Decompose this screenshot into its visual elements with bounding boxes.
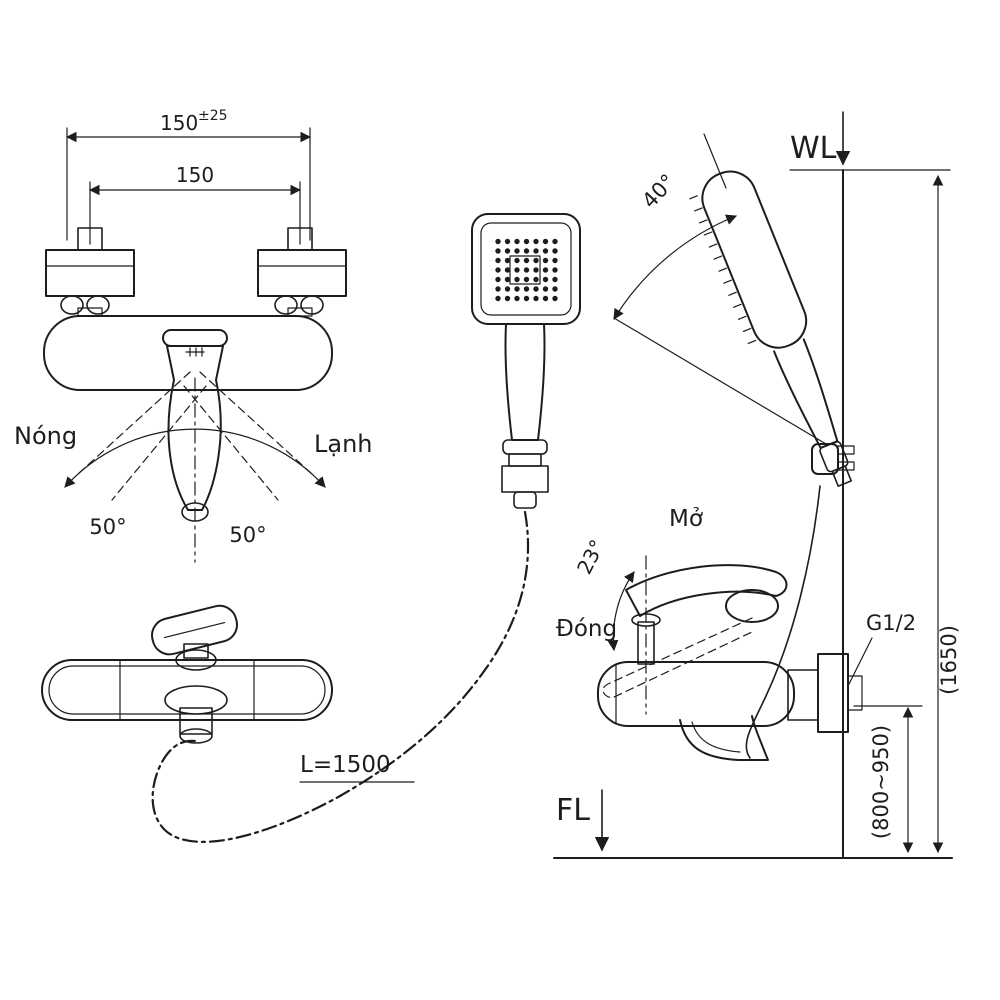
hot-label: Nóng — [14, 422, 77, 450]
swing-arc — [64, 428, 326, 488]
handle-grip-bottom — [151, 604, 238, 656]
dim-width-tolerance: 150 ±25 — [65, 108, 312, 241]
lever-angle-label: 23° — [572, 536, 609, 578]
dim-width-tolerance-sup: ±25 — [198, 108, 228, 124]
close-label: Đóng — [556, 616, 617, 642]
handle-lever — [166, 345, 224, 511]
spray-face-ticks — [689, 195, 757, 345]
holder-angle-label: 40° — [637, 169, 680, 213]
shower-faceplate — [480, 222, 572, 316]
lever-pivot-dome — [725, 589, 779, 623]
shower-head — [471, 213, 581, 325]
shower-holder-assembly: 40° — [613, 133, 855, 487]
faucet-side-view: 23° Mở Đóng G1/2 — [556, 506, 916, 761]
right-inlet-valve — [257, 227, 347, 315]
dim-width: 150 — [88, 163, 302, 245]
angle-ray-tilted — [613, 317, 827, 445]
dim-width-label: 150 — [176, 163, 214, 187]
shower-hose — [151, 510, 530, 843]
holder-anchor — [837, 445, 855, 455]
hose-stub-side — [831, 465, 853, 487]
wall-pipe — [847, 675, 863, 711]
lever-handle-front — [162, 329, 228, 522]
handle-stem-bottom — [183, 643, 209, 659]
thread-leader — [848, 637, 873, 685]
faucet-body-front — [43, 315, 333, 391]
front-view: 150 ±25 150 — [14, 108, 373, 563]
thread-size-label: G1/2 — [866, 611, 916, 635]
body-mount-tab — [77, 307, 103, 317]
dim-width-tolerance-label: 150 — [160, 111, 198, 135]
valve-body — [45, 249, 135, 297]
height-dimensions: (1650) (800~950) — [853, 174, 961, 854]
valve-foot — [86, 295, 110, 315]
holder-anchor — [837, 461, 855, 471]
wall-holder-bracket — [811, 443, 839, 475]
swing-annotation: 50° 50° — [64, 371, 326, 563]
hose-side-view — [745, 485, 821, 759]
hose-length-label: L=1500 — [300, 752, 391, 778]
swing-right-label: 50° — [229, 523, 266, 547]
hand-shower: L=1500 — [151, 213, 581, 843]
body-inner-edge — [48, 665, 326, 715]
cold-label: Lạnh — [314, 430, 373, 458]
handle-collar — [502, 439, 548, 455]
hose-ferrule — [513, 491, 537, 509]
lever-closed-position — [602, 617, 753, 699]
connection-nut — [787, 669, 819, 721]
valve-foot — [60, 295, 84, 315]
open-label: Mở — [669, 506, 703, 532]
water-line-label: WL — [790, 131, 837, 166]
center-nozzle-frame — [509, 255, 541, 285]
mount-height-label: (800~950) — [869, 725, 893, 839]
spout-inner-line — [691, 721, 741, 753]
valve-foot — [274, 295, 298, 315]
side-view: WL 40° — [553, 111, 961, 859]
lever-angle-arc — [607, 571, 635, 652]
faucet-body-side — [597, 661, 795, 727]
body-mount-tab — [287, 307, 313, 317]
lever-open-position — [625, 564, 788, 617]
valve-body — [257, 249, 347, 297]
floor-line-label: FL — [556, 793, 590, 828]
aerator-body — [179, 707, 213, 735]
tub-spout — [679, 715, 769, 761]
holder-angle-arc — [613, 214, 738, 320]
left-inlet-valve — [45, 227, 135, 315]
aerator-flange — [164, 685, 228, 715]
handle-neck — [508, 453, 542, 467]
shower-head-side — [701, 170, 808, 349]
shower-handle — [504, 323, 546, 441]
handle-grip-line — [163, 621, 226, 639]
lever-handle-bottom — [151, 604, 238, 656]
spray-nozzles — [491, 235, 561, 303]
hose-nut — [501, 465, 549, 493]
bottom-view — [41, 604, 333, 744]
total-height-label: (1650) — [937, 625, 961, 695]
aerator-outlet — [179, 728, 213, 744]
faucet-body-bottom — [41, 659, 333, 721]
angle-ray-axis — [703, 133, 727, 189]
handle-indicator — [185, 347, 205, 357]
swing-left-label: 50° — [89, 515, 126, 539]
handle-cap — [162, 329, 228, 347]
